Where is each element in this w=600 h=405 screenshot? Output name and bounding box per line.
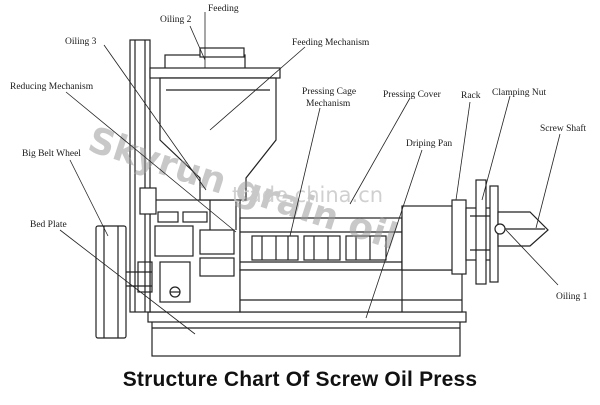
main-body — [149, 199, 241, 313]
label-oiling-2: Oiling 2 — [160, 15, 192, 25]
chart-title: Structure Chart Of Screw Oil Press — [122, 368, 478, 391]
driping-pan — [239, 216, 463, 313]
clamping-nut — [465, 179, 499, 285]
label-feeding: Feeding — [208, 4, 239, 14]
label-big-belt-wheel: Big Belt Wheel — [22, 149, 81, 159]
label-rack: Rack — [461, 91, 481, 101]
rack — [401, 199, 467, 275]
label-bed-plate: Bed Plate — [30, 220, 67, 230]
label-pressing-cage-line2: Mechanism — [306, 99, 351, 109]
big-belt-wheel — [95, 225, 152, 339]
label-feeding-mechanism: Feeding Mechanism — [292, 38, 370, 48]
label-screw-shaft: Screw Shaft — [540, 123, 587, 134]
screw-shaft — [494, 211, 549, 247]
bed-plate — [147, 311, 467, 357]
watermark-site: trade.china.cn — [232, 183, 383, 207]
label-reducing-mechanism: Reducing Mechanism — [10, 82, 94, 92]
reducing-column — [129, 39, 157, 313]
label-pressing-cover: Pressing Cover — [383, 90, 442, 100]
leader-lines — [59, 12, 561, 335]
feeding-hopper — [149, 47, 281, 230]
label-pressing-cage-line1: Pressing Cage — [302, 87, 356, 97]
label-oiling-3: Oiling 3 — [65, 37, 97, 47]
pressing-cage — [239, 217, 403, 271]
label-driping-pan: Driping Pan — [406, 139, 452, 149]
part-labels: Feeding Oiling 2 Oiling 3 Feeding Mechan… — [10, 4, 588, 302]
label-clamping-nut: Clamping Nut — [492, 88, 546, 98]
machine-drawing — [95, 39, 549, 357]
label-oiling-1: Oiling 1 — [556, 292, 588, 302]
